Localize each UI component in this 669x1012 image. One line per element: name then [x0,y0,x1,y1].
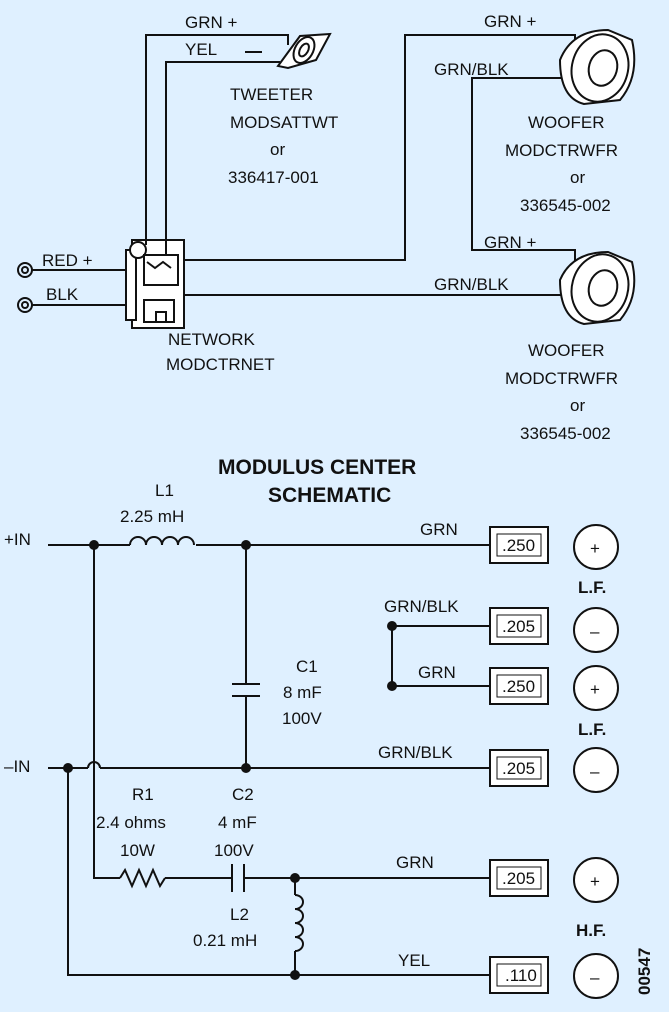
woofer-icon: WOOFER MODCTRWFR or 336545-002 [505,28,636,215]
r1-value: 2.4 ohms [96,813,166,832]
woofer2-wire-pos: GRN + [484,233,537,252]
terminal-box: .205 [489,859,549,897]
r1-rating: 10W [120,841,155,860]
svg-text:–: – [590,622,600,641]
group-lf2-label: L.F. [578,720,606,739]
polarity-minus-icon: – [573,607,619,653]
out6-wire-label: YEL [398,951,430,970]
svg-text:+: + [590,539,600,558]
input-neg-label: BLK [46,285,79,304]
schematic-title-line2: SCHEMATIC [268,484,391,507]
polarity-plus-icon: + [573,665,619,711]
polarity-plus-icon: + [573,524,619,570]
l2-value: 0.21 mH [193,931,257,950]
out2-terminal: .205 [502,617,535,636]
polarity-plus-icon: + [573,857,619,903]
woofer2-wire-neg: GRN/BLK [434,275,509,294]
inductor-l1 [129,536,195,546]
woofer2-or: or [570,396,585,415]
c2-name: C2 [232,785,254,804]
group-hf-label: H.F. [576,921,606,940]
tweeter-wire-neg: YEL [185,40,217,59]
tweeter-part: 336417-001 [228,168,319,187]
tweeter-wires: GRN + YEL [145,13,289,255]
polarity-minus-icon: – [573,747,619,793]
svg-text:+: + [590,872,600,891]
input-pos-label: RED + [42,251,93,270]
out1-wire-label: GRN [420,520,458,539]
out5-terminal: .205 [502,869,535,888]
terminal-box: .250 [489,667,549,705]
out6-terminal: .110 [505,966,537,985]
woofer1-name: WOOFER [528,113,605,132]
woofer1-or: or [570,168,585,187]
negative-rail [48,761,490,773]
polarity-minus-icon: – [573,953,619,999]
out2-wire-label: GRN/BLK [384,597,459,616]
c1-rating: 100V [282,709,322,728]
woofer1-wire-neg: GRN/BLK [434,60,509,79]
in-pos-label: +IN [4,530,31,549]
in-neg-label: –IN [4,757,30,776]
out1-terminal: .250 [502,536,535,555]
c1-value: 8 mF [283,683,322,702]
woofer2-part: 336545-002 [520,424,611,443]
capacitor-c1: C1 8 mF 100V [232,545,322,773]
inductor-l2: L2 0.21 mH [193,878,304,980]
capacitor-c2: C2 4 mF 100V [214,785,490,892]
input-terminals: RED + BLK [17,251,130,313]
out4-terminal: .205 [502,759,535,778]
c1-name: C1 [296,657,318,676]
terminal-box: .110 [489,956,549,994]
svg-text:–: – [590,762,600,781]
svg-text:+: + [590,680,600,699]
woofer2-name: WOOFER [528,341,605,360]
schematic-title-line1: MODULUS CENTER [218,456,416,479]
terminal-box: .250 [489,526,549,564]
terminal-box: .205 [489,749,549,787]
tweeter-wire-pos: GRN + [185,13,238,32]
network-board: NETWORK MODCTRNET [125,239,275,374]
woofer1-model: MODCTRWFR [505,141,618,160]
l1-name: L1 [155,481,174,500]
out4-wire-label: GRN/BLK [378,743,453,762]
r1-name: R1 [132,785,154,804]
woofer-icon: WOOFER MODCTRWFR or 336545-002 [505,250,636,443]
woofer2-model: MODCTRWFR [505,369,618,388]
figure-id: 00547 [635,948,654,995]
network-model: MODCTRNET [166,355,275,374]
network-name: NETWORK [168,330,256,349]
tweeter-model: MODSATTWT [230,113,338,132]
tweeter-name: TWEETER [230,85,313,104]
svg-text:–: – [590,968,600,987]
terminal-box: .205 [489,607,549,645]
out5-wire-label: GRN [396,853,434,872]
c2-value: 4 mF [218,813,257,832]
resistor-r1: R1 2.4 ohms 10W [96,785,232,889]
woofer-wires: GRN + GRN/BLK GRN + GRN/BLK [184,12,576,296]
woofer1-part: 336545-002 [520,196,611,215]
woofer1-wire-pos: GRN + [484,12,537,31]
out3-wire-label: GRN [418,663,456,682]
out3-terminal: .250 [502,677,535,696]
l1-value: 2.25 mH [120,507,184,526]
l2-name: L2 [230,905,249,924]
tweeter-icon: TWEETER MODSATTWT or 336417-001 [228,32,338,187]
group-lf1-label: L.F. [578,578,606,597]
tweeter-or: or [270,140,285,159]
c2-rating: 100V [214,841,254,860]
